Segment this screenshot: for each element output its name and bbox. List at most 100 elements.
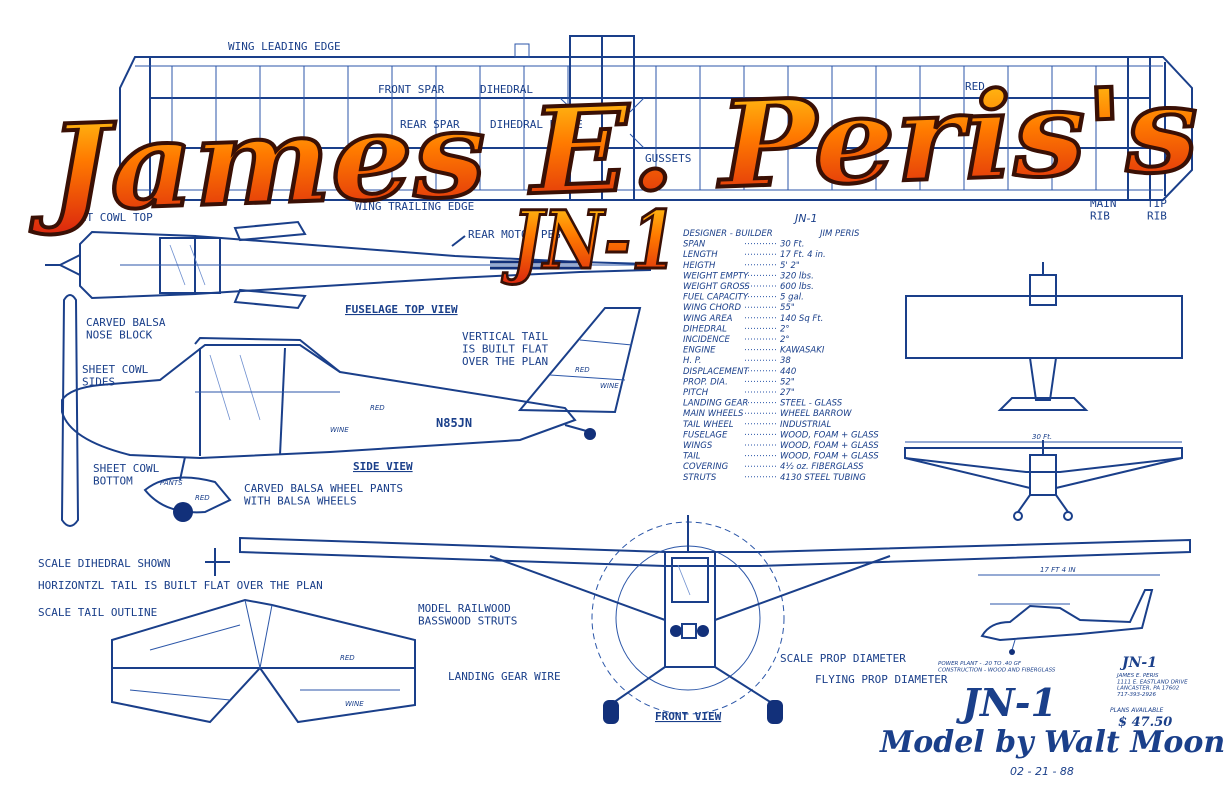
spec-row-label: TAIL WHEEL: [683, 420, 734, 430]
spec-row-value: 5 gal.: [780, 293, 804, 303]
htail-wine-label: WINE: [345, 700, 364, 708]
gussets-label: GUSSETS: [645, 152, 691, 165]
spec-row-label: DIHEDRAL: [683, 324, 727, 334]
spec-row-value: 2°: [780, 324, 790, 334]
spec-row-value: 52": [780, 377, 795, 387]
horizontal-tail-label: HORIZONTZL TAIL IS BUILT FLAT OVER THE P…: [38, 579, 323, 592]
wing-trailing-edge-label: WING TRAILING EDGE: [355, 200, 474, 213]
spec-row-value: 440: [780, 367, 796, 377]
spec-row-label: WINGS: [683, 441, 713, 451]
htail-red-label: RED: [340, 654, 355, 662]
three-view-top: 30 Ft.: [905, 262, 1183, 443]
spec-row-label: WING AREA: [683, 314, 733, 324]
spec-row-value: 27": [780, 388, 795, 398]
three-view-span-label: 30 Ft.: [1032, 433, 1052, 441]
scale-dihedral-label: SCALE DIHEDRAL SHOWN: [38, 557, 170, 570]
credits-big-jn: JN-1: [956, 680, 1057, 725]
spec-row-label: STRUTS: [683, 473, 717, 483]
spec-row-value: JIM PERIS: [818, 229, 860, 239]
spec-row-label: HEIGTH: [683, 261, 716, 271]
landing-gear-label: LANDING GEAR WIRE: [448, 670, 561, 683]
spec-row-label: PROP. DIA.: [683, 377, 728, 387]
spec-row-value: 30 Ft.: [780, 240, 804, 250]
three-view-front: [904, 440, 1183, 521]
spec-row-value: 38: [780, 356, 791, 366]
spec-row-label: WEIGHT GROSS: [683, 282, 750, 292]
front-view-label: FRONT VIEW: [655, 710, 722, 723]
spec-row-label: INCIDENCE: [683, 335, 731, 345]
spec-row-label: LANDING GEAR: [683, 399, 748, 409]
svg-text:RED: RED: [195, 494, 210, 502]
front-spar-label: FRONT SPAR: [378, 83, 445, 96]
spec-row-value: STEEL - GLASS: [780, 399, 843, 409]
wing-top-view: WING LEADING EDGE WING TRAILING EDGE FRO…: [119, 35, 1193, 223]
spec-row-value: WHEEL BARROW: [780, 409, 852, 419]
side-red-label: RED: [370, 404, 385, 412]
wing-color-label: RED: [965, 80, 985, 93]
spec-row-value: 55": [780, 303, 795, 313]
info-small-jn: JN-1: [1119, 655, 1157, 671]
sheet-cowl-top-label: SHEET COWL TOP: [60, 211, 153, 224]
info-plans: PLANS AVAILABLE: [1110, 707, 1164, 714]
credits: JN-1 Model by Walt Mooney 02 - 21 - 88: [879, 680, 1224, 778]
spec-row-label: PITCH: [683, 388, 709, 398]
dihedral-brace-label: DIHEDRAL BRACE: [490, 118, 583, 131]
rear-motor-peg-label: REAR MOTOR PEG: [468, 228, 561, 241]
registration-label: N85JN: [436, 416, 472, 430]
spec-row-value: 5' 2": [780, 261, 800, 271]
title-logo: James E. Peris's JN-1: [23, 57, 1202, 289]
spec-row-value: 4½ oz. FIBERGLASS: [780, 462, 864, 472]
dihedral-label: DIHEDRAL: [480, 83, 533, 96]
svg-text:PANTS: PANTS: [160, 479, 183, 487]
scale-tail-outline-label: SCALE TAIL OUTLINE: [38, 606, 157, 619]
flying-prop-label: FLYING PROP DIAMETER: [815, 673, 948, 686]
info-price: $ 47.50: [1118, 715, 1172, 730]
tail-wine-label: WINE: [600, 382, 619, 390]
spec-row-label: DESIGNER - BUILDER: [683, 229, 773, 239]
spec-row-label: COVERING: [683, 462, 729, 472]
spec-row-label: SPAN: [683, 240, 706, 250]
spec-row-label: ENGINE: [683, 346, 716, 356]
spec-row-value: WOOD, FOAM + GLASS: [780, 430, 879, 440]
spec-row-value: INDUSTRIAL: [780, 420, 831, 430]
spec-row-value: 140 Sq Ft.: [780, 314, 823, 324]
spec-row-label: FUEL CAPACITY: [683, 293, 749, 303]
wing-leading-edge-label: WING LEADING EDGE: [228, 40, 341, 53]
spec-row-value: WOOD, FOAM + GLASS: [780, 452, 879, 462]
spec-row-value: 600 lbs.: [780, 282, 814, 292]
spec-row-value: WOOD, FOAM + GLASS: [780, 441, 879, 451]
credits-model-by: Model by Walt Mooney: [879, 725, 1224, 760]
fuselage-top-view: SHEET COWL TOP REAR MOTOR PEG FUSELAGE T…: [45, 211, 660, 316]
tail-red-label: RED: [575, 366, 590, 374]
spec-row-label: DISPLACEMENT: [683, 367, 749, 377]
info-length-label: 17 FT 4 IN: [1040, 566, 1076, 574]
rear-spar-label: REAR SPAR: [400, 118, 460, 131]
spec-row-value: 17 Ft. 4 in.: [780, 250, 826, 260]
side-wine-label: WINE: [330, 426, 349, 434]
horizontal-tail: SCALE DIHEDRAL SHOWN HORIZONTZL TAIL IS …: [38, 548, 416, 724]
scale-prop-label: SCALE PROP DIAMETER: [780, 652, 906, 665]
spec-row-label: H. P.: [683, 356, 701, 366]
spec-row-label: FUSELAGE: [683, 430, 728, 440]
spec-row-label: MAIN WHEELS: [683, 409, 744, 419]
spec-row-label: WING CHORD: [683, 303, 741, 313]
fuselage-top-view-label: FUSELAGE TOP VIEW: [345, 303, 458, 316]
spec-row-value: KAWASAKI: [780, 346, 825, 356]
model-title: JN-1: [501, 193, 677, 287]
side-view-label: SIDE VIEW: [353, 460, 413, 473]
spec-row-label: TAIL: [683, 452, 701, 462]
